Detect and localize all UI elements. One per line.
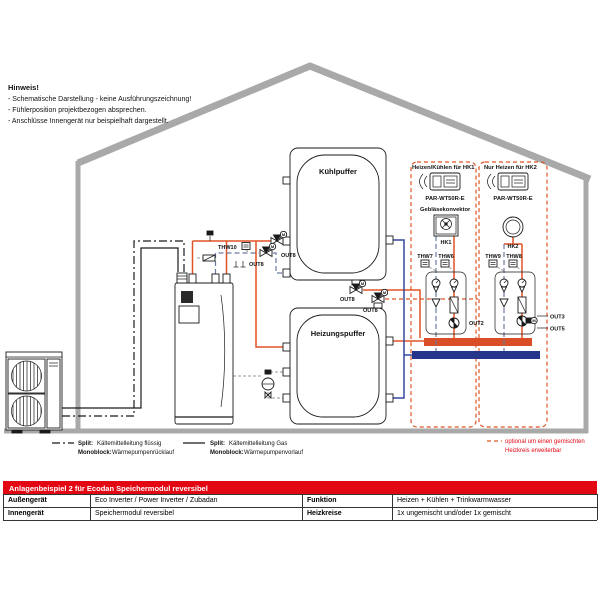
hinweis-title: Hinweis! bbox=[8, 83, 39, 92]
valve-output-label: OUT8 bbox=[249, 262, 264, 268]
sensor-thw6-icon bbox=[440, 259, 450, 268]
sensor-thw8-icon bbox=[508, 259, 518, 268]
remote-control-hk2: Nur Heizen für HK2 PAR-WT50R-E bbox=[484, 165, 537, 202]
valve-output-label: OUT8 bbox=[281, 253, 296, 259]
heating-circuit-zone-hk1 bbox=[410, 161, 477, 428]
three-way-valve-out8: M OUT8 bbox=[363, 288, 389, 314]
remote-title: Nur Heizen für HK2 bbox=[484, 165, 537, 171]
control-panel bbox=[178, 305, 200, 324]
sensor-label: THW10 bbox=[218, 245, 237, 251]
control-panel-display bbox=[181, 291, 193, 303]
table-cell-key: Funktion bbox=[303, 494, 393, 507]
unit-return-pipe bbox=[214, 252, 283, 274]
drain-fitting-icons bbox=[233, 261, 246, 268]
heizungspuffer-tank: Heizungspuffer bbox=[282, 302, 394, 425]
valve-output-label: OUT8 bbox=[363, 308, 378, 314]
circulation-pump-assembly bbox=[261, 369, 275, 400]
mixing-valve-icon bbox=[525, 317, 532, 324]
table-cell-key: Außengerät bbox=[4, 494, 91, 507]
table-cell-value: Speichermodul reversibel bbox=[91, 507, 303, 520]
legend-text: Wärmepumpenvorlauf bbox=[244, 450, 303, 456]
refrigerant-liquid-line bbox=[62, 240, 185, 417]
hinweis-line: - Fühlerposition projektbezogen absprech… bbox=[8, 107, 147, 114]
legend-text: Wärmepumpenrücklauf bbox=[112, 450, 174, 456]
sensor-label: THW9 bbox=[485, 254, 501, 260]
filter-valve-icon bbox=[202, 254, 216, 262]
remote-title: Heizen/Kühlen für HK1 bbox=[412, 165, 475, 171]
motor-label: M bbox=[282, 232, 286, 237]
valve-output-label: OUT8 bbox=[340, 297, 355, 303]
table-cell-value: Heizen + Kühlen + Trinkwarmwasser bbox=[393, 494, 598, 507]
sensor-label: THW7 bbox=[417, 254, 433, 260]
output-label: OUT5 bbox=[550, 327, 565, 333]
table-cell-key: Innengerät bbox=[4, 507, 91, 520]
hydraulic-group-hk1: THW7 THW6 OUT2 bbox=[417, 254, 484, 335]
check-valve-icon bbox=[431, 298, 441, 309]
output-label: OUT2 bbox=[469, 321, 484, 327]
fan-icon bbox=[440, 218, 452, 230]
legend-term: Split: bbox=[210, 441, 225, 447]
motor-label: M bbox=[532, 318, 536, 323]
remote-model: PAR-WT50R-E bbox=[425, 196, 464, 202]
legend-term: Split: bbox=[78, 441, 93, 447]
legend: Split: Kältemittelleitung flüssig Monobl… bbox=[52, 439, 585, 456]
hinweis-line: - Schematische Darstellung - keine Ausfü… bbox=[8, 96, 191, 103]
mixer-motor-icon bbox=[530, 316, 538, 325]
sensor-thw9-icon bbox=[488, 259, 498, 268]
legend-term: Monoblock: bbox=[78, 450, 112, 456]
outdoor-unit bbox=[5, 351, 63, 434]
optional-heating-circuit-zone-hk2 bbox=[478, 161, 548, 428]
remote-model: PAR-WT50R-E bbox=[493, 196, 532, 202]
air-vent-icon bbox=[206, 230, 214, 241]
three-way-valve-out8: M OUT8 bbox=[270, 230, 296, 259]
group-return-pipes bbox=[435, 236, 505, 351]
house-outline bbox=[4, 62, 592, 434]
motor-label: M bbox=[361, 281, 365, 286]
check-valve-icon bbox=[499, 298, 509, 309]
return-manifold-bar bbox=[412, 351, 540, 359]
fan-convector-label: Gebläsekonvektor bbox=[420, 207, 471, 213]
legend-optional-text: optional um einen gemischten bbox=[505, 439, 585, 445]
circuit-label: HK1 bbox=[440, 240, 451, 246]
legend-text: Kältemittelleitung Gas bbox=[229, 441, 287, 447]
flow-manifold-bar bbox=[424, 338, 532, 346]
remote-control-hk1: Heizen/Kühlen für HK1 PAR-WT50R-E bbox=[412, 165, 475, 202]
tank-label: Heizungspuffer bbox=[311, 329, 366, 338]
sensor-label: THW6 bbox=[438, 254, 454, 260]
table-cell-value: 1x ungemischt und/oder 1x gemischt bbox=[393, 507, 598, 520]
hinweis-line: - Anschlüsse Innengerät nur beispielhaft… bbox=[8, 118, 169, 125]
table-cell-key: Heizkreise bbox=[303, 507, 393, 520]
tank-label: Kühlpuffer bbox=[319, 167, 357, 176]
sensor-label: THW8 bbox=[506, 254, 522, 260]
legend-text: Kältemittelleitung flüssig bbox=[97, 441, 161, 447]
three-way-valve-out8: M OUT8 bbox=[340, 279, 367, 303]
three-way-valve-out8: M OUT8 bbox=[249, 242, 277, 268]
legend-optional-text: Heizkreis erweiterbar bbox=[505, 448, 561, 454]
indoor-unit-speichermodul bbox=[174, 272, 234, 425]
table-header: Anlagenbeispiel 2 für Ecodan Speichermod… bbox=[3, 481, 597, 494]
system-info-table: Anlagenbeispiel 2 für Ecodan Speichermod… bbox=[3, 481, 598, 521]
refrigerant-gas-line bbox=[62, 247, 179, 409]
legend-term: Monoblock: bbox=[210, 450, 244, 456]
motor-label: M bbox=[383, 290, 387, 295]
hydraulic-group-hk2: THW9 THW8 M OUT3 OUT5 bbox=[485, 254, 565, 335]
fan-convector-hk1: Gebläsekonvektor HK1 bbox=[420, 207, 471, 246]
cabinet-door-line bbox=[220, 294, 226, 408]
output-label: OUT3 bbox=[550, 315, 565, 321]
table-cell-value: Eco Inverter / Power Inverter / Zubadan bbox=[91, 494, 303, 507]
return-pipes-blue bbox=[390, 239, 412, 399]
kuehlpuffer-tank: Kühlpuffer bbox=[282, 147, 394, 286]
circuit-label: HK2 bbox=[507, 244, 518, 250]
sensor-thw10: THW10 bbox=[218, 242, 251, 251]
motor-label: M bbox=[271, 244, 275, 249]
hinweis-note: Hinweis! - Schematische Darstellung - ke… bbox=[8, 83, 191, 125]
sensor-thw7-icon bbox=[420, 259, 430, 268]
heating-circuit-hk2-emitter: HK2 bbox=[502, 216, 524, 250]
